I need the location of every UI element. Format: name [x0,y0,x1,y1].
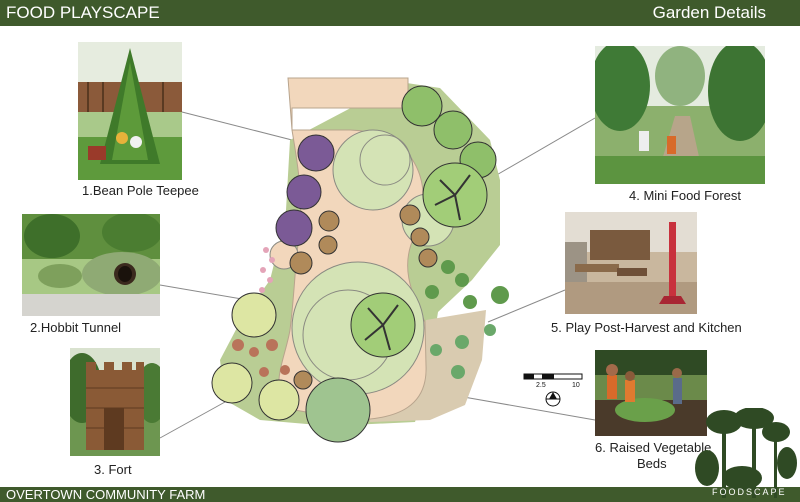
header-bar: FOOD PLAYSCAPE Garden Details [0,0,800,26]
caption-mini-food-forest: 4. Mini Food Forest [629,188,741,203]
caption-raised-beds: 6. Raised Vegetable [595,440,712,455]
caption-fort: 3. Fort [94,462,132,477]
footer-bar: OVERTOWN COMMUNITY FARM [0,487,800,502]
scale-end-label: 10 [572,382,580,389]
caption-hobbit-tunnel: 2.Hobbit Tunnel [30,320,122,335]
caption-play-kitchen: 5. Play Post-Harvest and Kitchen [551,320,742,335]
hobbit-tunnel-photo [22,214,160,316]
play-kitchen-photo [565,212,697,314]
footer-org: OVERTOWN COMMUNITY FARM [6,487,206,502]
caption-raised-beds-line2: Beds [637,456,667,471]
bean-pole-teepee-photo [78,42,182,180]
section-title: Garden Details [652,3,766,22]
scale-bar: 2.5 10 [523,373,583,407]
lawn-circle-upper [332,129,414,211]
foodscape-logo [695,408,797,498]
mini-food-forest-photo [595,46,765,184]
raised-beds-photo [595,350,707,436]
site-plan [211,77,509,443]
scale-mid-label: 2.5 [536,382,546,389]
purple-shrubs [275,134,335,247]
caption-bean-pole-teepee: 1.Bean Pole Teepee [82,183,199,198]
page-title: FOOD PLAYSCAPE [6,3,160,22]
fort-photo [70,348,160,456]
logo-text: FOODSCAPE [712,487,787,497]
